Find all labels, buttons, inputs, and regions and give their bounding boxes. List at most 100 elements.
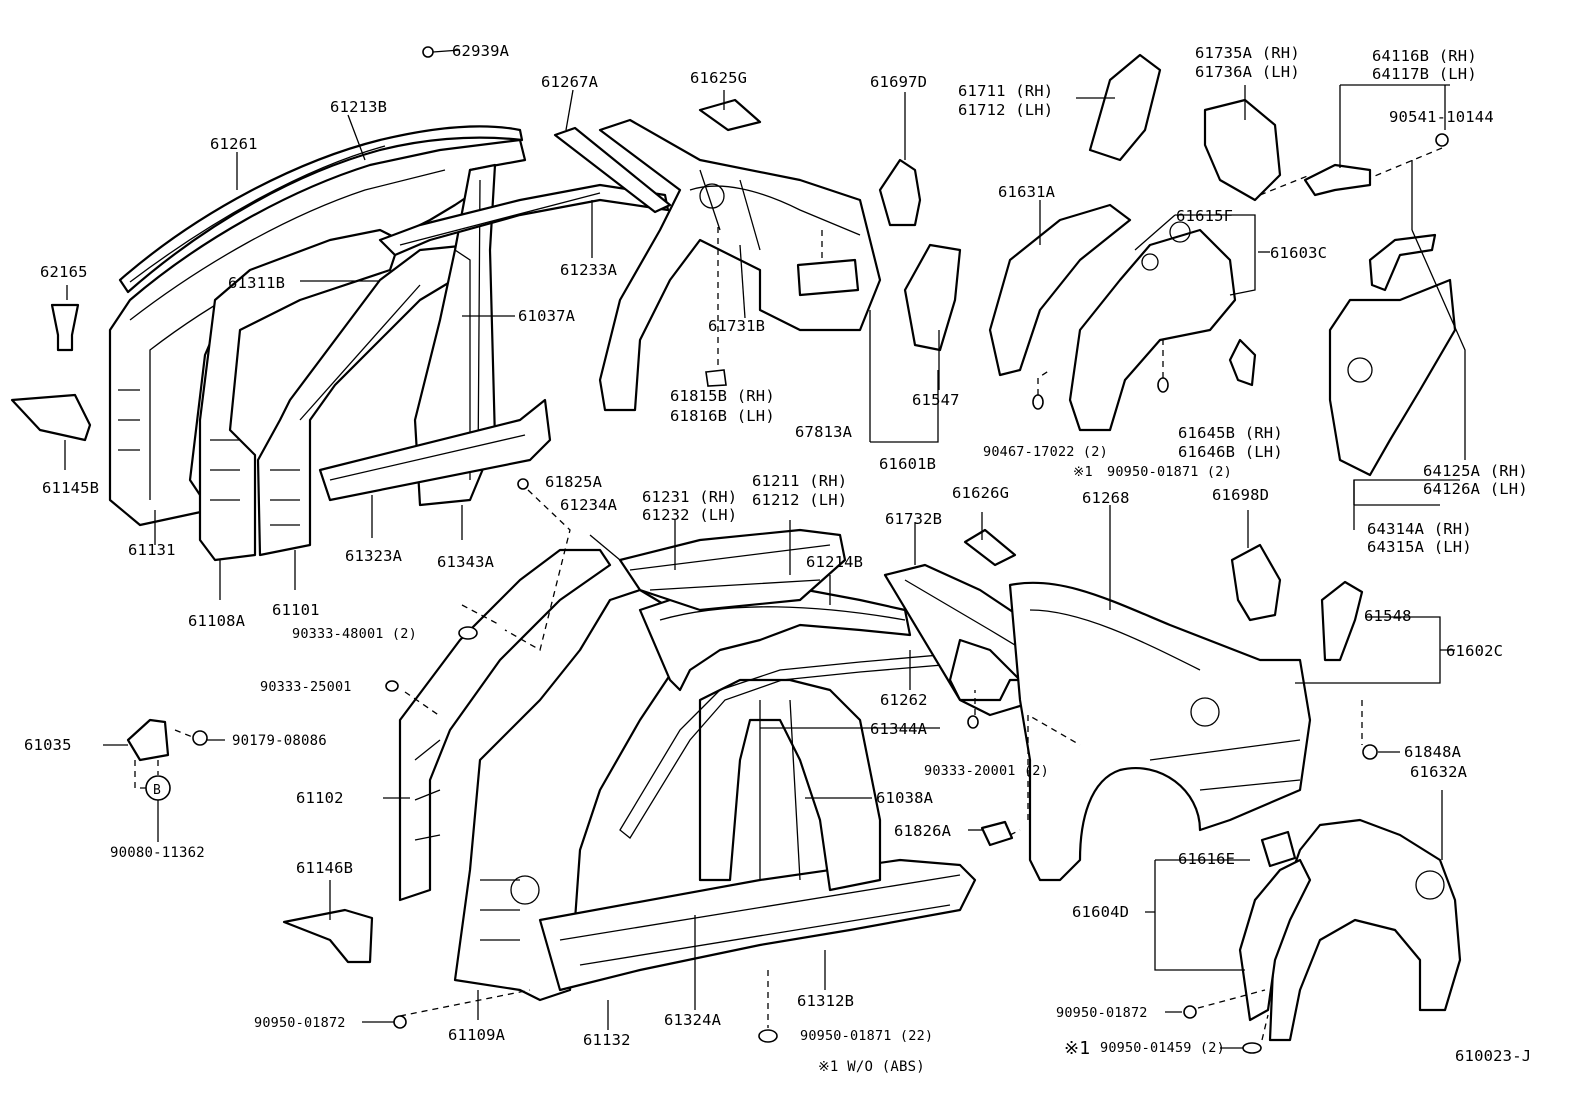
- label-61815B: 61815B (RH): [670, 387, 775, 405]
- label-61261: 61261: [210, 135, 258, 153]
- bracket-61616E: [1260, 830, 1297, 868]
- label-90333-20001: 90333-20001 (2): [924, 763, 1049, 779]
- plug-90467-17022: [1032, 394, 1044, 410]
- label-61324A: 61324A: [664, 1011, 722, 1029]
- label-61711: 61711 (RH): [958, 82, 1053, 100]
- label-61632A: 61632A: [1410, 763, 1468, 781]
- label-61601B: 61601B: [879, 455, 936, 473]
- label-61262: 61262: [880, 691, 928, 709]
- label-61736A: 61736A (LH): [1195, 63, 1300, 81]
- label-90950-01871-2: 90950-01871 (2): [1107, 464, 1232, 480]
- label-61631A: 61631A: [998, 183, 1056, 201]
- label-61625G: 61625G: [690, 69, 747, 87]
- plug-90333-48001: [458, 626, 478, 640]
- label-leaders: [1220, 160, 1413, 1049]
- plug-90950-01459: [1242, 1042, 1262, 1054]
- label-61213B: 61213B: [330, 98, 387, 116]
- bracket-61626G: [963, 528, 1017, 567]
- bracket-61698D: [1230, 543, 1282, 622]
- bolt-90541-10144: [1435, 133, 1449, 147]
- label-61816B: 61816B (LH): [670, 407, 775, 425]
- rear-wheelhouse-inner-61604D: [1238, 858, 1312, 1022]
- part-labels: 62939A 61213B 61261 61267A 61625G 61697D…: [24, 42, 1531, 1075]
- clip-61848A: [1362, 744, 1378, 760]
- bracket-61645B: [1228, 338, 1257, 387]
- label-61548: 61548: [1364, 607, 1412, 625]
- bracket-61625G: [698, 98, 762, 132]
- label-61145B: 61145B: [42, 479, 99, 497]
- label-61735A: 61735A (RH): [1195, 44, 1300, 62]
- bracket-61548: [1320, 580, 1364, 662]
- label-61131: 61131: [128, 541, 176, 559]
- plug-90950-01871-2: [1157, 377, 1169, 393]
- label-64116B: 64116B (RH): [1372, 47, 1477, 65]
- label-note-mark-1: ※1: [1073, 464, 1093, 480]
- roof-rail-61261: [118, 125, 524, 294]
- label-callout-b: B: [153, 783, 161, 798]
- label-61232: 61232 (LH): [642, 506, 737, 524]
- clip-61815B: [705, 369, 727, 387]
- label-61038A: 61038A: [876, 789, 934, 807]
- bracket-61146B: [282, 908, 374, 964]
- label-61234A: 61234A: [560, 496, 618, 514]
- bracket-61735A: [1203, 98, 1282, 202]
- dashed-lines: [134, 147, 1443, 1041]
- label-61826A: 61826A: [894, 822, 952, 840]
- rocker-outer-61323A: [318, 398, 552, 502]
- label-61312B: 61312B: [797, 992, 854, 1010]
- label-61212: 61212 (LH): [752, 491, 847, 509]
- quarter-panel-61268: [1008, 581, 1312, 882]
- center-pillar-61037A: [413, 163, 497, 507]
- label-90950-01459: 90950-01459 (2): [1100, 1040, 1225, 1056]
- label-61323A: 61323A: [345, 547, 403, 565]
- label-61109A: 61109A: [448, 1026, 506, 1044]
- label-64314A: 64314A (RH): [1367, 520, 1472, 538]
- label-64125A: 64125A (RH): [1423, 462, 1528, 480]
- label-61146B: 61146B: [296, 859, 353, 877]
- label-61825A: 61825A: [545, 473, 603, 491]
- plug-90333-25001: [385, 680, 399, 692]
- label-90333-25001: 90333-25001: [260, 679, 352, 695]
- label-61602C: 61602C: [1446, 642, 1503, 660]
- label-61731B: 61731B: [708, 317, 765, 335]
- nut-90179-08086: [192, 730, 208, 746]
- label-61616E: 61616E: [1178, 850, 1235, 868]
- label-61311B: 61311B: [228, 274, 285, 292]
- label-64117B: 64117B (LH): [1372, 65, 1477, 83]
- rocker-61324A: [538, 858, 977, 992]
- label-61698D: 61698D: [1212, 486, 1269, 504]
- label-90950-01871-22: 90950-01871 (22): [800, 1028, 933, 1044]
- plug-90950-01871-22: [758, 1029, 778, 1043]
- plate-67813A: [796, 258, 860, 297]
- nut-62939A: [422, 46, 434, 58]
- label-62939A: 62939A: [452, 42, 510, 60]
- label-64315A: 64315A (LH): [1367, 538, 1472, 556]
- plug-90950-01872-a: [393, 1015, 407, 1029]
- label-64126A: 64126A (LH): [1423, 480, 1528, 498]
- label-61344A: 61344A: [870, 720, 928, 738]
- pad-61826A: [980, 820, 1014, 847]
- bracket-61711: [1088, 53, 1162, 162]
- label-61132: 61132: [583, 1031, 631, 1049]
- label-61604D: 61604D: [1072, 903, 1129, 921]
- bracket-61697D: [878, 158, 922, 227]
- label-note-mark-2: ※1: [1064, 1038, 1090, 1059]
- leader-lines: [64, 49, 1466, 1030]
- label-90950-01872-b: 90950-01872: [1056, 1005, 1148, 1021]
- label-90950-01872-a: 90950-01872: [254, 1015, 346, 1031]
- label-61108A: 61108A: [188, 612, 246, 630]
- label-61547: 61547: [912, 391, 960, 409]
- label-61268: 61268: [1082, 489, 1130, 507]
- label-67813A: 67813A: [795, 423, 853, 441]
- label-61233A: 61233A: [560, 261, 618, 279]
- label-note: ※1 W/O (ABS): [818, 1059, 925, 1075]
- center-pillar-61038A: [698, 678, 882, 892]
- wheelhouse-61631A: [988, 203, 1132, 377]
- wheelhouse-inner-61603C: [1068, 221, 1237, 432]
- bracket-61145B: [10, 393, 92, 442]
- label-61267A: 61267A: [541, 73, 599, 91]
- label-61211: 61211 (RH): [752, 472, 847, 490]
- label-90333-48001: 90333-48001 (2): [292, 626, 417, 642]
- label-61646B: 61646B (LH): [1178, 443, 1283, 461]
- label-61035: 61035: [24, 736, 72, 754]
